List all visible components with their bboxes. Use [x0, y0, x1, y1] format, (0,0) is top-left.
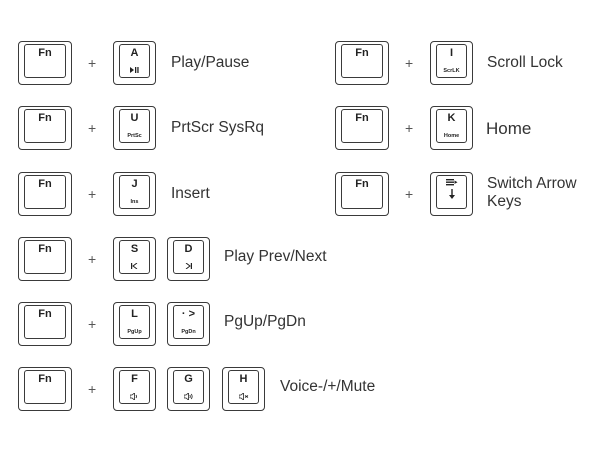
fn-key-label: Fn [355, 47, 369, 59]
fn-key-label: Fn [38, 178, 52, 190]
key-u-label: U [130, 112, 139, 124]
key-j-sublabel: Ins [130, 199, 139, 205]
key-k-label: K [447, 112, 456, 124]
play-pause-icon [130, 65, 139, 75]
key-f: F [113, 367, 156, 411]
fn-key: Fn [18, 106, 72, 150]
key-h-label: H [239, 373, 248, 385]
key-s: S [113, 237, 156, 281]
fn-key: Fn [18, 41, 72, 85]
key-arrow-switch [430, 172, 473, 216]
plus-sign: + [88, 251, 97, 267]
key-d: D [167, 237, 210, 281]
combo-label-line-2: Keys [487, 193, 522, 210]
key-d-label: D [184, 243, 193, 255]
fn-key-label: Fn [38, 373, 52, 385]
key-u-sublabel: PrtSc [127, 133, 142, 139]
arrow-switch-icon [445, 178, 459, 207]
plus-sign: + [88, 120, 97, 136]
key-g: G [167, 367, 210, 411]
combo-label: Scroll Lock [487, 54, 563, 71]
volume-up-icon [183, 391, 194, 401]
key-i-sublabel: ScrLK [443, 68, 460, 74]
plus-sign: + [88, 186, 97, 202]
combo-label: Insert [171, 185, 210, 202]
key-f-label: F [131, 373, 138, 385]
combo-label-line-1: Switch Arrow [487, 175, 577, 192]
key-a: A [113, 41, 156, 85]
volume-down-icon [130, 391, 139, 401]
fn-key-label: Fn [38, 243, 52, 255]
mute-icon [238, 391, 249, 401]
key-u: U PrtSc [113, 106, 156, 150]
key-period-label: · > [181, 308, 196, 320]
key-l-sublabel: PgUp [127, 329, 142, 335]
key-k-sublabel: Home [443, 133, 460, 139]
combo-label: Play/Pause [171, 54, 250, 71]
plus-sign: + [405, 186, 414, 202]
key-j-label: J [131, 178, 138, 190]
combo-label: Voice-/+/Mute [280, 378, 376, 395]
key-period: · > PgDn [167, 302, 210, 346]
combo-label: PrtScr SysRq [171, 119, 265, 136]
key-i-label: I [449, 47, 454, 59]
prev-track-icon [131, 261, 138, 271]
fn-key: Fn [18, 172, 72, 216]
key-i: I ScrLK [430, 41, 473, 85]
key-j: J Ins [113, 172, 156, 216]
key-period-sublabel: PgDn [181, 329, 196, 335]
fn-key-label: Fn [38, 47, 52, 59]
fn-key-label: Fn [38, 112, 52, 124]
combo-label: Home [486, 119, 532, 138]
key-l: L PgUp [113, 302, 156, 346]
key-h: H [222, 367, 265, 411]
fn-key-label: Fn [355, 112, 369, 124]
plus-sign: + [405, 55, 414, 71]
key-a-label: A [130, 47, 139, 59]
fn-key: Fn [18, 302, 72, 346]
plus-sign: + [405, 120, 414, 136]
plus-sign: + [88, 316, 97, 332]
key-g-label: G [184, 373, 193, 385]
fn-key-label: Fn [38, 308, 52, 320]
fn-key: Fn [335, 106, 389, 150]
fn-key: Fn [335, 172, 389, 216]
plus-sign: + [88, 381, 97, 397]
combo-label: PgUp/PgDn [224, 313, 306, 330]
key-k: K Home [430, 106, 473, 150]
fn-key: Fn [335, 41, 389, 85]
key-s-label: S [130, 243, 139, 255]
combo-label: Play Prev/Next [224, 248, 327, 265]
plus-sign: + [88, 55, 97, 71]
fn-key: Fn [18, 237, 72, 281]
key-l-label: L [131, 308, 138, 320]
next-track-icon [185, 261, 192, 271]
fn-key: Fn [18, 367, 72, 411]
fn-key-label: Fn [355, 178, 369, 190]
